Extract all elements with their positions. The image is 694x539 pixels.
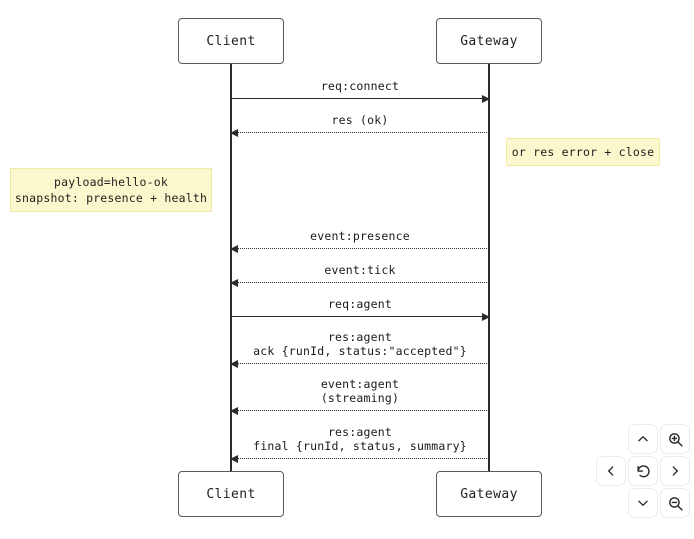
participant-box-gateway-bottom: Gateway	[436, 471, 542, 517]
note-payload: payload=hello-ok snapshot: presence + he…	[10, 168, 212, 212]
zoom-in-icon	[667, 431, 684, 448]
message-label-res-agent-ack-line2: ack {runId, status:"accepted"}	[253, 344, 467, 358]
note-error-line1: or res error + close	[511, 145, 655, 159]
message-line-res-agent-final	[230, 454, 489, 463]
message-label-res-agent-final-line2: final {runId, status, summary}	[253, 439, 467, 453]
message-label-req-agent: req:agent	[327, 297, 393, 311]
lifeline-client	[230, 64, 232, 471]
message-line-event-presence	[230, 244, 489, 253]
message-label-event-presence: event:presence	[310, 229, 410, 243]
message-label-res-ok: res (ok)	[331, 113, 389, 127]
pan-up-button[interactable]	[628, 424, 658, 454]
viewer-controls	[596, 424, 690, 518]
message-label-event-agent-line2: (streaming)	[320, 391, 400, 405]
note-payload-line2: snapshot: presence + health	[14, 191, 208, 205]
arrowhead-left-icon	[230, 278, 238, 287]
lifeline-gateway	[488, 64, 490, 471]
reset-rotate-icon	[635, 463, 652, 480]
participant-box-gateway-top: Gateway	[436, 18, 542, 64]
arrowhead-right-icon	[482, 312, 490, 321]
message-line-req-connect	[231, 94, 490, 103]
zoom-out-icon	[667, 495, 684, 512]
chevron-down-icon	[636, 496, 650, 510]
zoom-in-button[interactable]	[660, 424, 690, 454]
message-label-event-tick: event:tick	[324, 263, 396, 277]
zoom-out-button[interactable]	[660, 488, 690, 518]
arrowhead-left-icon	[230, 244, 238, 253]
arrowhead-right-icon	[482, 94, 490, 103]
arrowhead-left-icon	[230, 406, 238, 415]
chevron-up-icon	[636, 432, 650, 446]
participant-box-client-top: Client	[178, 18, 284, 64]
participant-label-client-top: Client	[206, 33, 256, 49]
participant-label-gateway-top: Gateway	[460, 33, 518, 49]
message-line-res-ok	[230, 128, 489, 137]
participant-box-client-bottom: Client	[178, 471, 284, 517]
message-line-event-agent	[230, 406, 489, 415]
arrowhead-left-icon	[230, 359, 238, 368]
participant-label-gateway-bottom: Gateway	[460, 486, 518, 502]
message-label-event-agent-line1: event:agent	[320, 377, 400, 391]
message-line-event-tick	[230, 278, 489, 287]
pan-right-button[interactable]	[660, 456, 690, 486]
message-line-res-agent-ack	[230, 359, 489, 368]
message-label-req-connect: req:connect	[320, 79, 400, 93]
message-label-res-agent-ack-line1: res:agent	[327, 330, 393, 344]
chevron-left-icon	[604, 464, 618, 478]
pan-left-button[interactable]	[596, 456, 626, 486]
arrowhead-left-icon	[230, 454, 238, 463]
chevron-right-icon	[668, 464, 682, 478]
note-payload-line1: payload=hello-ok	[54, 175, 168, 189]
arrowhead-left-icon	[230, 128, 238, 137]
message-line-req-agent	[231, 312, 490, 321]
pan-down-button[interactable]	[628, 488, 658, 518]
message-label-res-agent-final-line1: res:agent	[327, 425, 393, 439]
participant-label-client-bottom: Client	[206, 486, 256, 502]
note-error: or res error + close	[506, 138, 660, 166]
reset-view-button[interactable]	[628, 456, 658, 486]
